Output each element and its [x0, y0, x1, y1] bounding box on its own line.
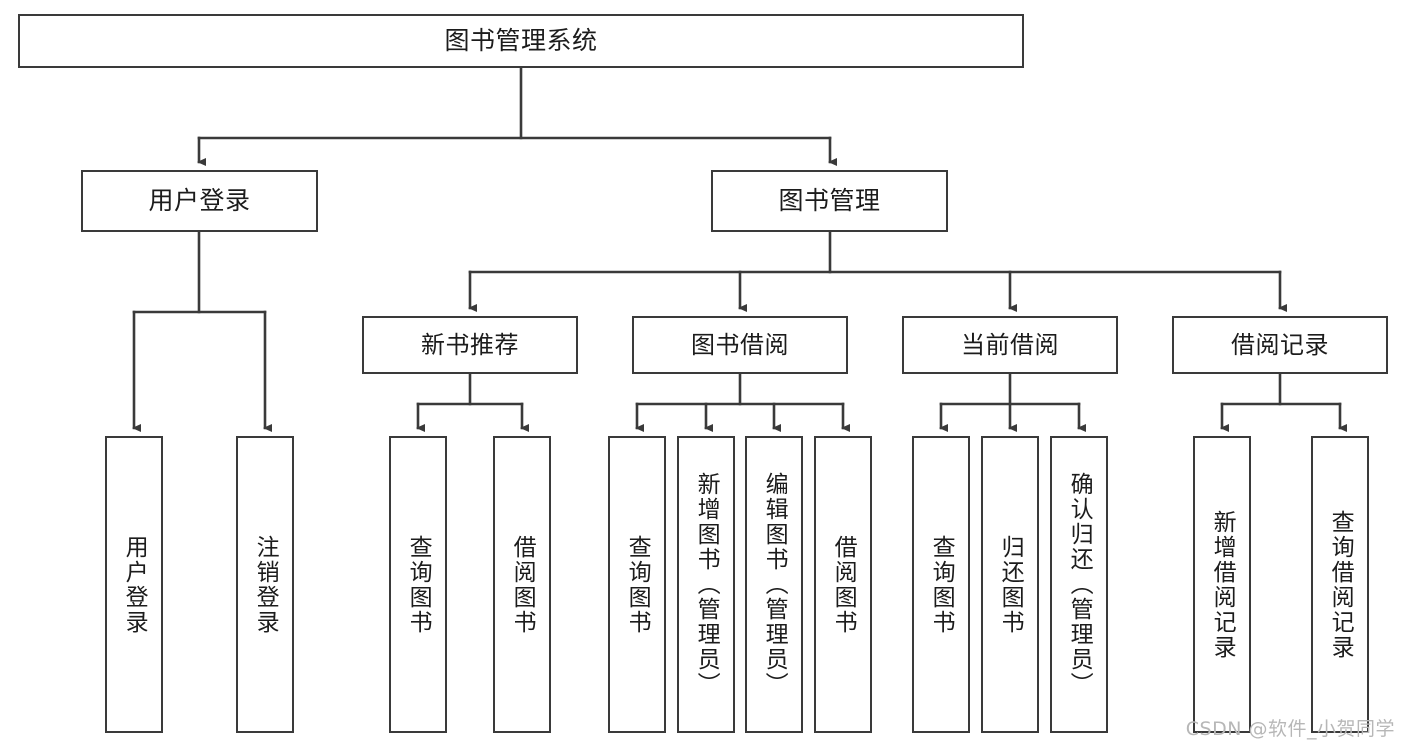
node-label: 图书管理系统 [444, 26, 598, 56]
node-label: 确认归还（管理员） [1066, 472, 1093, 697]
leaf-book-borrow-edit[interactable]: 编辑图书（管理员） [745, 436, 803, 733]
node-borrow-record[interactable]: 借阅记录 [1172, 316, 1388, 374]
node-label: 新增借阅记录 [1209, 509, 1236, 660]
node-label: 图书借阅 [691, 330, 789, 359]
node-label: 新增图书（管理员） [693, 472, 720, 697]
node-label: 图书管理 [778, 186, 881, 216]
leaf-borrow-record-add[interactable]: 新增借阅记录 [1193, 436, 1251, 733]
csdn-watermark: CSDN @软件_小贺同学 [1185, 718, 1395, 740]
node-label: 注销登录 [252, 534, 279, 635]
leaf-user-login-signin[interactable]: 用户登录 [105, 436, 163, 733]
node-label: 当前借阅 [961, 330, 1059, 359]
node-label: 查询图书 [928, 534, 955, 635]
leaf-book-borrow-query[interactable]: 查询图书 [608, 436, 666, 733]
leaf-current-borrow-return[interactable]: 归还图书 [981, 436, 1039, 733]
leaf-new-book-borrow[interactable]: 借阅图书 [493, 436, 551, 733]
node-new-book-recommend[interactable]: 新书推荐 [362, 316, 578, 374]
node-label: 用户登录 [121, 534, 148, 635]
leaf-new-book-query[interactable]: 查询图书 [389, 436, 447, 733]
node-book-borrow[interactable]: 图书借阅 [632, 316, 848, 374]
leaf-user-login-signout[interactable]: 注销登录 [236, 436, 294, 733]
node-current-borrow[interactable]: 当前借阅 [902, 316, 1118, 374]
node-label: 借阅图书 [509, 534, 536, 635]
node-label: 借阅图书 [830, 534, 857, 635]
node-label: 用户登录 [148, 186, 251, 216]
leaf-book-borrow-lend[interactable]: 借阅图书 [814, 436, 872, 733]
node-book-management[interactable]: 图书管理 [711, 170, 948, 232]
node-label: 编辑图书（管理员） [761, 472, 788, 697]
node-label: 查询图书 [405, 534, 432, 635]
node-label: 查询图书 [624, 534, 651, 635]
node-label: 归还图书 [997, 534, 1024, 635]
leaf-book-borrow-add[interactable]: 新增图书（管理员） [677, 436, 735, 733]
node-label: 借阅记录 [1231, 330, 1329, 359]
node-label: 新书推荐 [421, 330, 519, 359]
leaf-borrow-record-query[interactable]: 查询借阅记录 [1311, 436, 1369, 733]
leaf-current-borrow-query[interactable]: 查询图书 [912, 436, 970, 733]
node-label: 查询借阅记录 [1327, 509, 1354, 660]
leaf-current-borrow-confirm[interactable]: 确认归还（管理员） [1050, 436, 1108, 733]
node-root-system[interactable]: 图书管理系统 [18, 14, 1024, 68]
node-user-login[interactable]: 用户登录 [81, 170, 318, 232]
